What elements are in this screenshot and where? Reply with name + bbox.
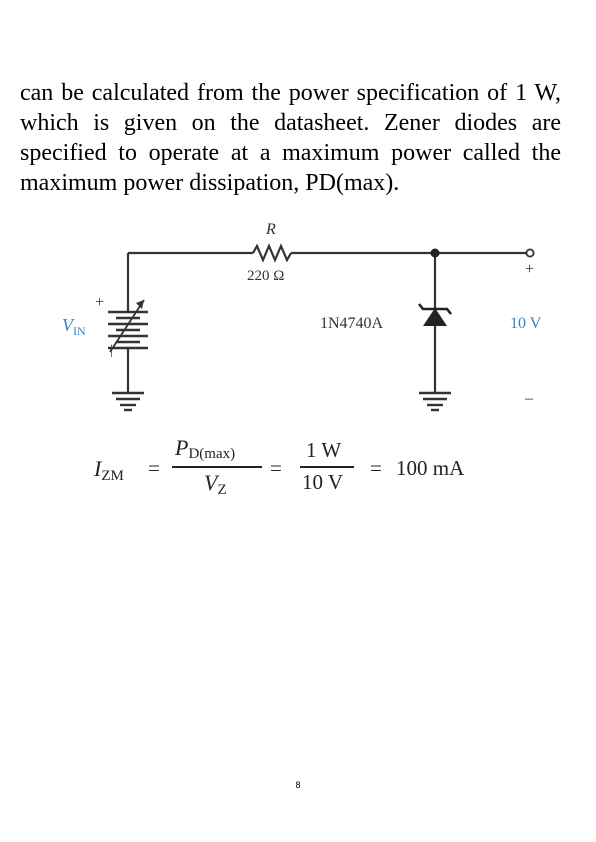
- variable-source-symbol: [108, 299, 148, 353]
- page-number: 8: [295, 780, 301, 790]
- denominator-voltage: VZ: [204, 470, 227, 498]
- resistor-zigzag: [252, 243, 292, 263]
- zener-diode-triangle: [423, 308, 447, 326]
- fraction-bar-2: [300, 466, 354, 468]
- body-paragraph: can be calculated from the power specifi…: [20, 80, 561, 196]
- equals-sign-3: =: [370, 456, 382, 480]
- denominator-volts: 10 V: [302, 470, 344, 494]
- source-plus-sign: +: [95, 294, 104, 311]
- numerator-power: PD(max): [175, 435, 236, 462]
- fraction-bar-1: [172, 466, 262, 468]
- output-voltage-label: 10 V: [510, 315, 542, 332]
- source-label: VIN: [62, 315, 86, 338]
- junction-dot: [430, 248, 440, 258]
- resistor-value-label: 220 Ω: [247, 268, 284, 284]
- variable-arrow-head: [136, 300, 144, 309]
- diode-part-label: 1N4740A: [320, 315, 384, 332]
- output-minus-sign: –: [524, 390, 534, 407]
- ground-symbol-diode: [419, 391, 451, 412]
- source-minus-sign: |: [110, 343, 113, 358]
- zener-current-equation: IZM = PD(max) VZ = 1 W 10 V = 100 mA: [0, 430, 596, 500]
- equals-sign-2: =: [270, 456, 282, 480]
- equation-lhs: IZM: [94, 456, 124, 484]
- resistor-symbol-label: R: [265, 221, 276, 238]
- ground-symbol-source: [112, 391, 144, 412]
- equals-sign-1: =: [148, 456, 160, 480]
- equation-result: 100 mA: [396, 456, 465, 480]
- output-terminal: [525, 248, 535, 258]
- numerator-watts: 1 W: [306, 438, 342, 462]
- zener-diode-bar: [417, 303, 453, 315]
- output-plus-sign: +: [525, 261, 534, 278]
